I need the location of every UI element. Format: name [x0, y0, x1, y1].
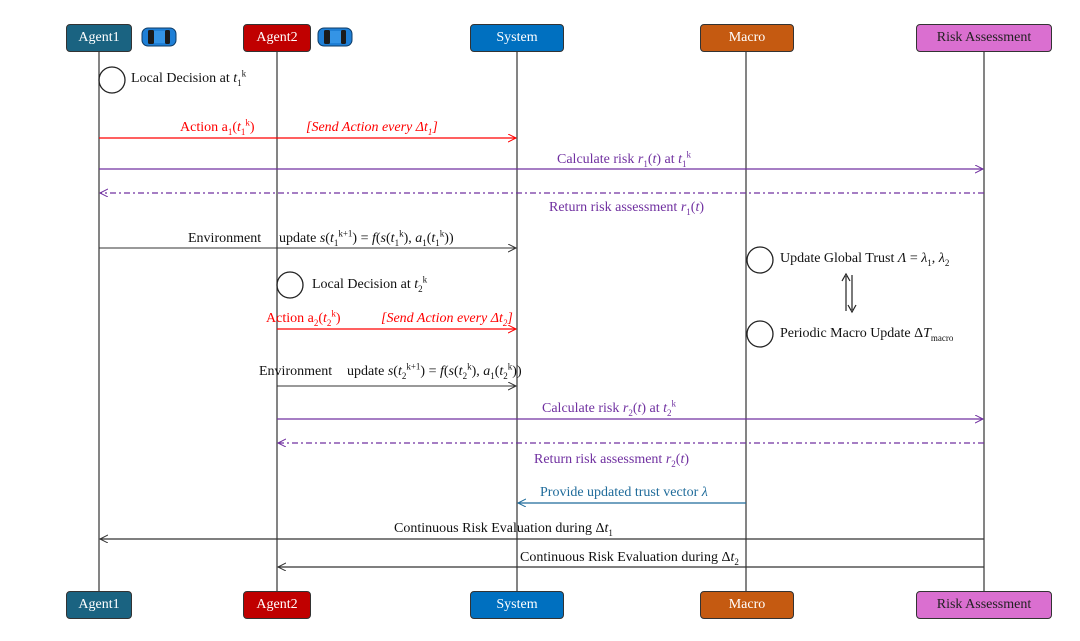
label-action-a2-note: [Send Action every Δt2] [381, 311, 513, 328]
label-action-a1-note: [Send Action every Δt1] [306, 120, 438, 137]
actor-label: Macro [728, 597, 766, 612]
actor-label: System [496, 30, 538, 45]
label-trust-vector: Provide updated trust vector λ [540, 485, 708, 500]
label-return-risk-r2: Return risk assessment r2(t) [534, 452, 690, 469]
actor-label: Agent1 [78, 597, 120, 612]
label-calc-risk-r1: Calculate risk r1(t) at t1k [557, 149, 692, 169]
actor-label: Agent2 [256, 597, 298, 612]
label-env-update-1-left: Environment [188, 231, 262, 246]
label-local-decision-2: Local Decision at t2k [312, 274, 428, 294]
actor-label: System [496, 597, 538, 612]
car-icon [141, 27, 177, 47]
actor-label: Agent2 [256, 30, 298, 45]
actor-agent1-top: Agent1 [66, 24, 132, 52]
label-return-risk-r1: Return risk assessment r1(t) [549, 200, 705, 217]
label-env-update-1-formula: update s(t1k+1) = f(s(t1k), a1(t1k)) [279, 228, 454, 248]
label-action-a2: Action a2(t2k) [266, 308, 341, 328]
label-env-update-2-left: Environment [259, 364, 333, 379]
label-continuous-eval-2: Continuous Risk Evaluation during Δt2 [520, 550, 739, 567]
actor-agent2-top: Agent2 [243, 24, 311, 52]
actor-macro-bottom: Macro [700, 591, 794, 619]
actor-macro-top: Macro [700, 24, 794, 52]
car-icon [317, 27, 353, 47]
label-action-a1: Action a1(t1k) [180, 117, 255, 137]
self-loop-agent1-decision [98, 66, 126, 94]
self-loop-macro-global-trust [746, 246, 774, 274]
label-update-global-trust: Update Global Trust Λ = λ1, λ2 [780, 251, 950, 268]
label-env-update-2-formula: update s(t2k+1) = f(s(t2k), a1(t2k)) [347, 361, 522, 381]
actor-risk-top: Risk Assessment [916, 24, 1052, 52]
label-continuous-eval-1: Continuous Risk Evaluation during Δt1 [394, 521, 613, 538]
label-local-decision-1: Local Decision at t1k [131, 68, 247, 88]
actor-agent1-bottom: Agent1 [66, 591, 132, 619]
bidirectional-arrow-icon [841, 272, 857, 314]
actor-risk-bottom: Risk Assessment [916, 591, 1052, 619]
self-loop-agent2-decision [276, 271, 304, 299]
actor-label: Risk Assessment [936, 30, 1032, 45]
actor-system-bottom: System [470, 591, 564, 619]
actor-system-top: System [470, 24, 564, 52]
actor-label: Macro [728, 30, 766, 45]
actor-agent2-bottom: Agent2 [243, 591, 311, 619]
self-loop-macro-periodic [746, 320, 774, 348]
actor-label: Risk Assessment [936, 597, 1032, 612]
actor-label: Agent1 [78, 30, 120, 45]
label-calc-risk-r2: Calculate risk r2(t) at t2k [542, 398, 677, 418]
label-periodic-macro-update: Periodic Macro Update ΔTmacro [780, 326, 954, 343]
